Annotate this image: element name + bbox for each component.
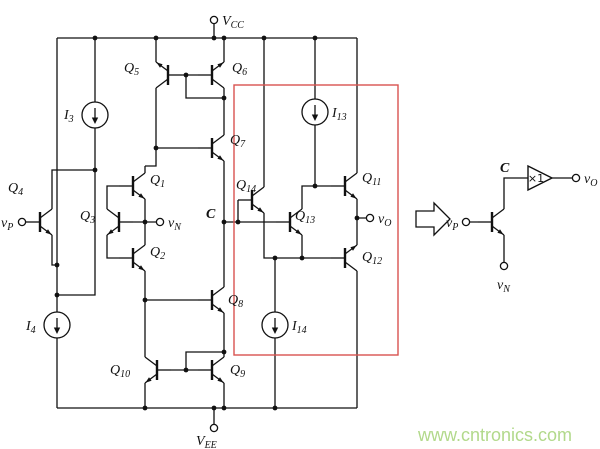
- transistor-q10: [143, 348, 173, 392]
- unity-buffer-icon: [527, 164, 554, 192]
- transistor-q3: [105, 200, 135, 244]
- transistor-q9: [196, 348, 226, 392]
- label-q8: Q8: [228, 293, 243, 310]
- transistor-q8: [196, 278, 226, 322]
- transistor-q4: [24, 200, 54, 244]
- vo-terminal-simplified: [571, 173, 581, 183]
- label-q9: Q9: [230, 363, 245, 380]
- label-i4: I4: [25, 319, 36, 336]
- junction-dots: [54, 35, 360, 411]
- label-vo-simplified: vO: [584, 172, 597, 189]
- label-q11: Q11: [362, 171, 381, 188]
- transistor-q5: [154, 53, 184, 97]
- implies-arrow-icon: [415, 201, 451, 237]
- label-vcc: VCC: [222, 14, 244, 31]
- watermark: www.cntronics.com: [417, 425, 572, 445]
- vn-terminal: [155, 217, 165, 227]
- label-q2: Q2: [150, 245, 165, 262]
- label-q6: Q6: [232, 61, 247, 78]
- current-source-i3: [81, 101, 109, 129]
- label-vp: vP: [1, 216, 13, 233]
- transistor-q6: [196, 53, 226, 97]
- vo-terminal: [365, 213, 375, 223]
- label-q5: Q5: [124, 61, 139, 78]
- current-source-i14: [261, 311, 289, 339]
- vp-terminal-simplified: [461, 217, 471, 227]
- wires: [51, 24, 366, 424]
- label-q7: Q7: [230, 133, 246, 150]
- transistor-q11: [329, 164, 359, 208]
- transistor-q2: [117, 236, 147, 280]
- vee-terminal: [209, 423, 219, 433]
- label-i3: I3: [63, 108, 74, 125]
- label-vp-simplified: vP: [446, 216, 458, 233]
- label-q10: Q10: [110, 363, 130, 380]
- label-q4: Q4: [8, 181, 23, 198]
- label-q12: Q12: [362, 250, 382, 267]
- vn-terminal-simplified: [499, 261, 509, 271]
- label-i13: I13: [331, 106, 347, 123]
- simplified-schematic: ×1 vP vO vN C: [446, 161, 597, 295]
- label-q13: Q13: [295, 209, 315, 226]
- main-schematic: VCC VEE Q1 Q2 Q3 Q4 Q5 Q6 Q7 Q8 Q9 Q10 Q…: [1, 14, 399, 449]
- wires-simplified: [470, 177, 572, 262]
- transistor-q12: [329, 236, 359, 280]
- vcc-terminal: [209, 15, 219, 25]
- label-q14: Q14: [236, 178, 256, 195]
- label-vn-simplified: vN: [497, 278, 511, 295]
- label-vn: vN: [168, 216, 182, 233]
- output-stage-highlight-box: [233, 84, 399, 356]
- label-q3: Q3: [80, 209, 95, 226]
- current-source-i13: [301, 98, 329, 126]
- transistor-q1: [117, 164, 147, 208]
- label-i14: I14: [291, 319, 307, 336]
- transistor-simplified: [476, 200, 506, 244]
- label-buffer-gain: ×1: [528, 172, 544, 185]
- label-c-node: C: [206, 207, 216, 222]
- vp-terminal: [17, 217, 27, 227]
- transistor-q7: [196, 126, 226, 170]
- label-vo: vO: [378, 212, 391, 229]
- label-vee: VEE: [196, 434, 217, 449]
- label-c-node-simplified: C: [500, 161, 510, 176]
- current-source-i4: [43, 311, 71, 339]
- label-q1: Q1: [150, 173, 165, 190]
